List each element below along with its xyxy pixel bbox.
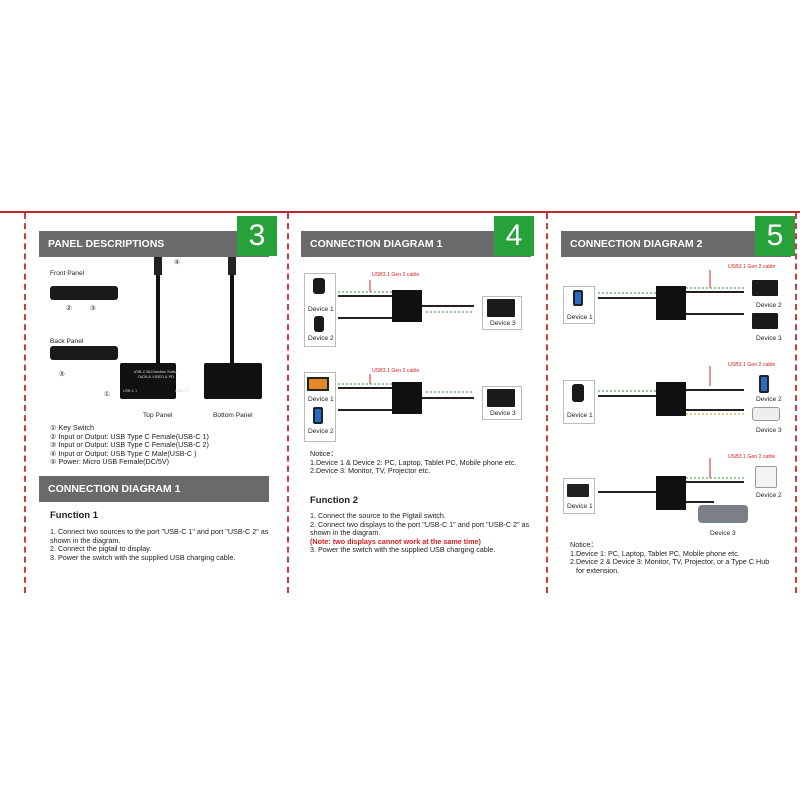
step-number: 3 — [237, 216, 277, 256]
connection-diagram-b — [338, 374, 474, 414]
step-number: 5 — [755, 216, 795, 256]
callout-4: ④ — [174, 259, 180, 266]
cable-label: USB3.1 Gen 2 cable — [728, 454, 776, 460]
dashed-divider — [24, 213, 26, 593]
description-item: ③ Input or Output: USB Type C Female(USB… — [50, 440, 209, 450]
notice-title: Notice： — [310, 449, 338, 458]
usb-c-plug — [154, 257, 162, 275]
function-title: Function 2 — [310, 495, 359, 506]
device-label: Device 2 — [756, 396, 782, 403]
pc-icon — [314, 316, 324, 332]
function-steps: 1. Connect the source to the Pigtail swi… — [310, 511, 535, 555]
notice-item: 2.Device 2 & Device 3: Monitor, TV, Proj… — [570, 557, 770, 567]
front-panel-image — [50, 286, 118, 300]
pc-icon — [572, 384, 584, 402]
front-panel-label: Front Panel — [50, 270, 85, 277]
pc-icon — [313, 278, 325, 294]
back-panel-label: Back Panel — [50, 338, 84, 345]
usb-hub-icon — [698, 505, 748, 523]
device-label: Device 2 — [308, 428, 334, 435]
callout-5: ⑤ — [59, 371, 65, 378]
power-bank-icon — [752, 407, 780, 421]
laptop-icon — [307, 377, 329, 391]
description-item: ④ Input or Output: USB Type C Male(USB-C… — [50, 448, 197, 458]
step-item: 3. Power the switch with the supplied US… — [50, 552, 236, 562]
description-item: ① Key Switch — [50, 423, 94, 432]
phone-icon — [573, 290, 583, 306]
notice-item: 1.Device 1 & Device 2: PC, Laptop, Table… — [310, 457, 517, 467]
cable-label: USB3.1 Gen 2 cable — [728, 264, 776, 270]
device-label: Device 2 — [756, 302, 782, 309]
description-item: ② Input or Output: USB Type C Female(USB… — [50, 431, 209, 441]
cable-label: USB3.1 Gen 2 cable — [372, 368, 420, 374]
top-panel-label: Top Panel — [143, 412, 173, 419]
callout-3: ③ — [90, 305, 96, 312]
notice-item: 2.Device 3: Monitor, TV, Projector etc. — [310, 466, 431, 476]
description-item: ⑤ Power: Micro USB Female(DC/5V) — [50, 457, 170, 467]
callout-2: ② — [66, 305, 72, 312]
device-label: Device 1 — [567, 503, 593, 510]
cable-label: USB3.1 Gen 2 cable — [728, 362, 776, 368]
connection-diagram-d — [598, 366, 744, 416]
monitor-icon — [752, 280, 778, 296]
port-label: USB-C 1 — [123, 389, 138, 393]
device-label: Device 2 — [756, 492, 782, 499]
monitor-icon — [752, 313, 778, 329]
device-label: Device 3 — [490, 410, 516, 417]
dashed-divider — [795, 213, 797, 593]
device-label: Device 1 — [567, 412, 593, 419]
cable-label: USB3.1 Gen 2 cable — [372, 272, 420, 278]
device-label: Device 3 — [710, 530, 736, 537]
device-label: Device 1 — [308, 396, 334, 403]
laptop-icon — [567, 484, 589, 497]
step-warning: (Note: two displays cannot work at the s… — [310, 536, 481, 546]
phone-icon — [313, 407, 323, 424]
section-header: PANEL DESCRIPTIONS — [39, 231, 269, 257]
connection-diagram-e — [598, 458, 744, 510]
step-item: 1. Connect two sources to the port "USB-… — [50, 527, 269, 545]
port-label: USB-C 2 — [174, 389, 189, 393]
port-description-list: ① Key Switch ② Input or Output: USB Type… — [50, 423, 280, 467]
function-title: Function 1 — [50, 510, 99, 521]
monitor-icon — [487, 389, 515, 407]
step-item: 3. Power the switch with the supplied US… — [310, 545, 496, 555]
device-label: Device 3 — [756, 335, 782, 342]
device-label: Device 1 — [308, 306, 334, 313]
step-item: 1. Connect the source to the Pigtail swi… — [310, 511, 446, 520]
device-label: Device 2 — [308, 335, 334, 342]
section-header: CONNECTION DIAGRAM 2 — [561, 231, 791, 257]
switch-print-line: USB-C Bi-Direction Switch — [133, 370, 179, 374]
notice-item: for extension. — [576, 565, 620, 575]
bottom-panel-label: Bottom Panel — [213, 412, 253, 419]
switch-top-view — [120, 363, 176, 399]
dashed-divider — [287, 213, 289, 593]
charger-icon — [755, 466, 777, 488]
phone-icon — [759, 375, 769, 393]
step-item: 2. Connect two displays to the port "USB… — [310, 519, 530, 538]
device-label: Device 3 — [490, 320, 516, 327]
notice-block: Notice： 1.Device 1: PC, Laptop, Tablet P… — [570, 540, 794, 575]
callout-1: ① — [104, 391, 110, 398]
switch-bottom-view — [204, 363, 262, 399]
back-panel-image — [50, 346, 118, 360]
dashed-divider — [546, 213, 548, 593]
notice-block: Notice： 1.Device 1 & Device 2: PC, Lapto… — [310, 449, 535, 476]
device-label: Device 3 — [756, 427, 782, 434]
section-header: CONNECTION DIAGRAM 1 — [39, 476, 269, 502]
monitor-icon — [487, 299, 515, 317]
connection-diagram-c — [598, 270, 744, 320]
step-number: 4 — [494, 216, 534, 256]
top-bottom-panel-illustration — [120, 257, 262, 399]
switch-print-line: DATA & VIDEO & PD — [138, 375, 174, 379]
top-rule — [0, 211, 800, 213]
connection-diagram-a — [338, 280, 474, 322]
notice-title: Notice： — [570, 540, 598, 549]
step-item: 2. Connect the pigtail to display. — [50, 544, 152, 554]
device-label: Device 1 — [567, 314, 593, 321]
function-steps: 1. Connect two sources to the port "USB-… — [50, 527, 272, 562]
notice-item: 1.Device 1: PC, Laptop, Tablet PC, Mobil… — [570, 548, 740, 558]
section-header: CONNECTION DIAGRAM 1 — [301, 231, 531, 257]
